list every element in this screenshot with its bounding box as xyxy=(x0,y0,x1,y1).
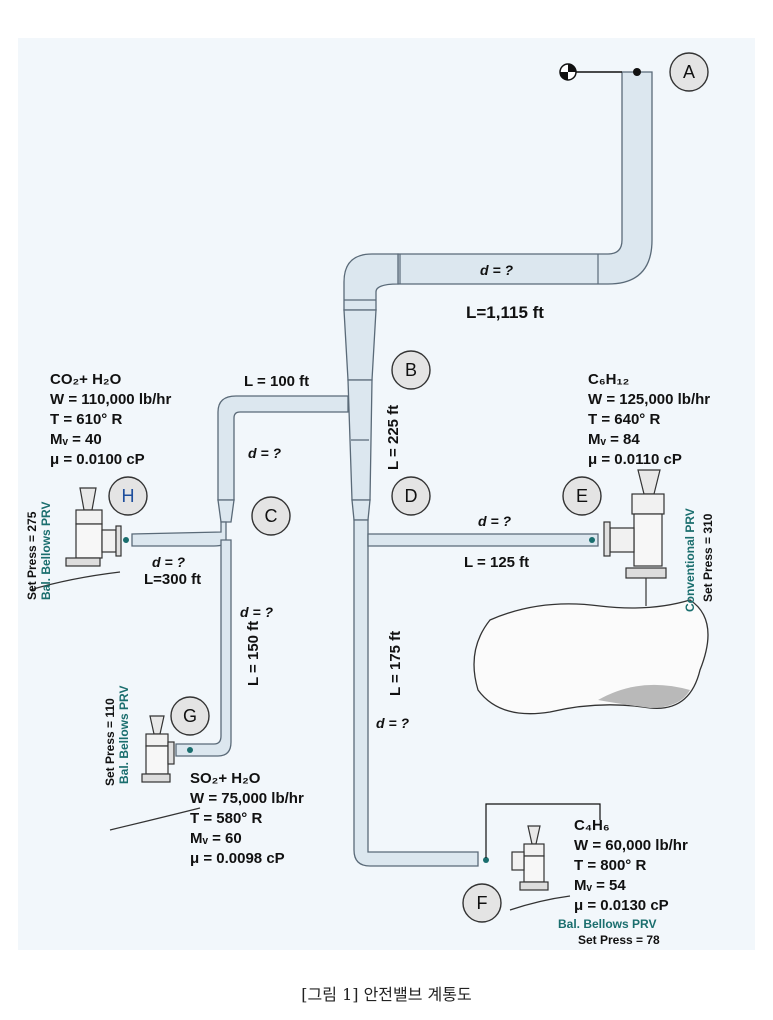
svg-text:μ = 0.0098 cP: μ = 0.0098 cP xyxy=(190,850,285,867)
svg-text:W = 60,000 lb/hr: W = 60,000 lb/hr xyxy=(574,837,688,854)
c-diameter-label: d = ? xyxy=(248,445,282,461)
reducer-d xyxy=(351,499,371,521)
node-c: C xyxy=(251,496,291,536)
g-diameter-label: d = ? xyxy=(240,604,274,620)
svg-text:E: E xyxy=(576,486,588,506)
prv-h xyxy=(29,487,129,591)
svg-text:C₄H₆: C₄H₆ xyxy=(574,817,610,834)
node-markers: A B C D E F G H xyxy=(108,52,709,923)
prv-e-set-pressure: Set Press = 310 xyxy=(701,513,715,602)
svg-text:μ = 0.0130 cP: μ = 0.0130 cP xyxy=(574,897,669,914)
prv-h-set-pressure: Set Press = 275 xyxy=(25,511,39,600)
stream-e-data: C₆H₁₂ W = 125,000 lb/hr T = 640° R Mᵥ = … xyxy=(588,371,710,468)
svg-text:μ = 0.0100 cP: μ = 0.0100 cP xyxy=(50,451,145,468)
prv-g-type: Bal. Bellows PRV xyxy=(117,686,131,784)
h-length-label: L=300 ft xyxy=(144,571,201,588)
svg-text:μ = 0.0110 cP: μ = 0.0110 cP xyxy=(588,451,682,468)
reducer-c xyxy=(217,499,235,523)
f-diameter-label: d = ? xyxy=(376,715,410,731)
node-b: B xyxy=(391,350,431,390)
node-d: D xyxy=(391,476,431,516)
prv-g xyxy=(109,715,201,831)
h-diameter-label: d = ? xyxy=(152,554,186,570)
prv-e xyxy=(589,469,667,606)
main-diameter-label: d = ? xyxy=(480,262,514,278)
svg-text:T = 800° R: T = 800° R xyxy=(574,857,646,874)
prv-e-type: Conventional PRV xyxy=(683,508,697,612)
svg-text:W = 125,000 lb/hr: W = 125,000 lb/hr xyxy=(588,391,710,408)
svg-text:Mᵥ = 60: Mᵥ = 60 xyxy=(190,830,242,847)
prv-h-type: Bal. Bellows PRV xyxy=(39,502,53,600)
node-a: A xyxy=(669,52,709,92)
svg-text:A: A xyxy=(683,62,695,82)
svg-text:CO₂+ H₂O: CO₂+ H₂O xyxy=(50,371,122,388)
prv-f xyxy=(483,803,601,911)
svg-text:Mᵥ = 40: Mᵥ = 40 xyxy=(50,431,102,448)
prv-f-type: Bal. Bellows PRV xyxy=(558,917,656,931)
svg-text:T = 580° R: T = 580° R xyxy=(190,810,262,827)
node-g: G xyxy=(170,696,210,736)
svg-text:C₆H₁₂: C₆H₁₂ xyxy=(588,371,629,388)
figure-caption: [그림 1] 안전밸브 계통도 xyxy=(301,985,472,1004)
prv-g-set-pressure: Set Press = 110 xyxy=(103,698,117,786)
stack-riser xyxy=(397,71,653,285)
prv-f-set-pressure: Set Press = 78 xyxy=(578,933,660,947)
svg-text:C: C xyxy=(265,506,278,526)
svg-text:B: B xyxy=(405,360,417,380)
e-length-label: L = 125 ft xyxy=(464,554,529,571)
main-length-label: L=1,115 ft xyxy=(466,303,544,322)
stream-h-data: CO₂+ H₂O W = 110,000 lb/hr T = 610° R Mᵥ… xyxy=(50,371,171,468)
node-h: H xyxy=(108,476,148,516)
pipe-d-f xyxy=(353,519,479,867)
c-length-label: L = 100 ft xyxy=(244,373,309,390)
g-length-label: L = 150 ft xyxy=(245,621,262,686)
svg-text:D: D xyxy=(405,486,418,506)
svg-text:T = 640° R: T = 640° R xyxy=(588,411,660,428)
svg-text:F: F xyxy=(477,893,488,913)
pipe-c-g xyxy=(175,539,232,757)
svg-text:G: G xyxy=(183,706,197,726)
svg-text:H: H xyxy=(122,486,135,506)
svg-text:T = 610° R: T = 610° R xyxy=(50,411,122,428)
e-diameter-label: d = ? xyxy=(478,513,512,529)
pipe-network xyxy=(131,71,653,867)
svg-text:W = 75,000 lb/hr: W = 75,000 lb/hr xyxy=(190,790,304,807)
svg-text:W = 110,000 lb/hr: W = 110,000 lb/hr xyxy=(50,391,171,408)
pipe-d-e xyxy=(367,533,599,547)
svg-text:SO₂+ H₂O: SO₂+ H₂O xyxy=(190,770,261,787)
reducer-main xyxy=(343,309,377,381)
stream-f-data: C₄H₆ W = 60,000 lb/hr T = 800° R Mᵥ = 54… xyxy=(574,817,688,914)
b-length-label: L = 225 ft xyxy=(385,405,402,470)
svg-text:Mᵥ = 84: Mᵥ = 84 xyxy=(588,431,640,448)
node-e: E xyxy=(562,476,602,516)
process-vessel xyxy=(473,599,709,715)
vent-valve xyxy=(559,63,641,81)
node-f: F xyxy=(462,883,502,923)
f-length-label: L = 175 ft xyxy=(387,631,404,696)
svg-text:Mᵥ = 54: Mᵥ = 54 xyxy=(574,877,626,894)
stream-g-data: SO₂+ H₂O W = 75,000 lb/hr T = 580° R Mᵥ … xyxy=(190,770,304,867)
